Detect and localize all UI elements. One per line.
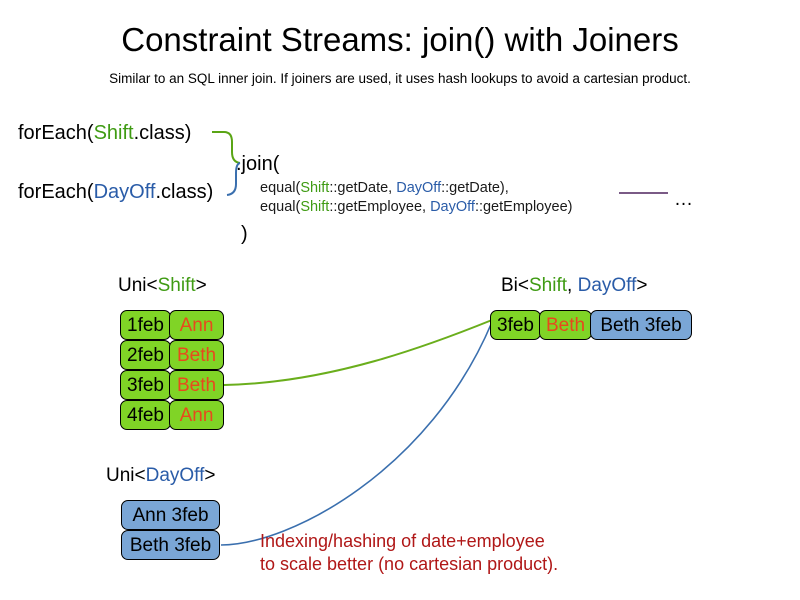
uni-dayoff-label-prefix: Uni< [106,465,146,486]
uni-shift-label-prefix: Uni< [118,275,158,296]
fact-row[interactable]: 3feb Beth [120,370,224,400]
fact-cell-employee: Ann [169,310,224,340]
fact-row[interactable]: 2feb Beth [120,340,224,370]
code-foreach-dayoff-prefix: forEach( [18,181,94,203]
code-joiner-equal-date: equal(Shift::getDate, DayOff::getDate), [260,179,509,197]
joiner2-left-type: Shift [300,199,330,215]
code-foreach-shift-type: Shift [93,122,134,144]
fact-row[interactable]: Ann 3feb [121,500,220,530]
bi-stream-label: Bi<Shift, DayOff> [501,274,647,297]
bi-label-type-a: Shift [529,275,568,296]
code-foreach-dayoff-type: DayOff [93,181,156,203]
uni-shift-label: Uni<Shift> [118,274,207,297]
page-subtitle: Similar to an SQL inner join. If joiners… [109,71,691,86]
bi-label-type-b: DayOff [577,275,637,296]
uni-dayoff-label-type: DayOff [145,465,205,486]
fact-cell-dayoff: Ann 3feb [121,500,220,530]
joiner2-prefix: equal( [260,199,301,215]
code-foreach-dayoff: forEach(DayOff.class) [18,180,213,204]
code-join-open: .join( [236,153,280,175]
uni-dayoff-label: Uni<DayOff> [106,464,216,487]
joiner1-right-type: DayOff [396,180,442,196]
fact-cell-dayoff: Beth 3feb [121,530,220,560]
fact-cell-employee: Ann [169,400,224,430]
code-foreach-shift: forEach(Shift.class) [18,121,191,145]
bi-cell-date: 3feb [490,310,541,340]
bi-cell-dayoff: Beth 3feb [590,310,692,340]
uni-dayoff-label-suffix: > [204,465,216,486]
footnote-text: Indexing/hashing of date+employee to sca… [260,531,559,574]
joiner2-right-type: DayOff [430,199,475,215]
fact-cell-date: 1feb [120,310,171,340]
fact-cell-date: 2feb [120,340,171,370]
joiner1-left-method: ::getDate, [329,180,397,196]
fact-row[interactable]: 4feb Ann [120,400,224,430]
bi-label-prefix: Bi< [501,275,529,296]
fact-cell-employee: Beth [169,340,224,370]
uni-shift-label-type: Shift [157,275,196,296]
code-joiner-equal-employee: equal(Shift::getEmployee, DayOff::getEmp… [260,198,572,216]
fact-cell-employee: Beth [169,370,224,400]
page-title: Constraint Streams: join() with Joiners [121,21,679,58]
bi-fact-row[interactable]: 3feb Beth Beth 3feb [490,310,692,340]
uni-shift-label-suffix: > [195,275,207,296]
bi-label-sep: , [567,275,578,296]
bi-label-suffix: > [636,275,648,296]
code-ellipsis: … [674,189,694,210]
code-foreach-dayoff-suffix: .class) [155,181,214,203]
joiner1-right-method: ::getDate), [441,180,509,196]
fact-cell-date: 4feb [120,400,171,430]
fact-row[interactable]: Beth 3feb [121,530,220,560]
joiner2-right-method: ::getEmployee) [474,199,573,215]
joiner1-left-type: Shift [300,180,330,196]
connector-shift-fact-to-bi [223,319,493,386]
joiner1-prefix: equal( [260,180,301,196]
fact-row[interactable]: 1feb Ann [120,310,224,340]
code-foreach-shift-prefix: forEach( [18,122,94,144]
code-join-close: ) [241,223,248,245]
fact-cell-date: 3feb [120,370,171,400]
connector-dayoff-fact-to-bi [220,321,493,546]
code-foreach-shift-suffix: .class) [133,122,192,144]
bi-cell-employee: Beth [539,310,592,340]
joiner2-left-method: ::getEmployee, [329,199,431,215]
